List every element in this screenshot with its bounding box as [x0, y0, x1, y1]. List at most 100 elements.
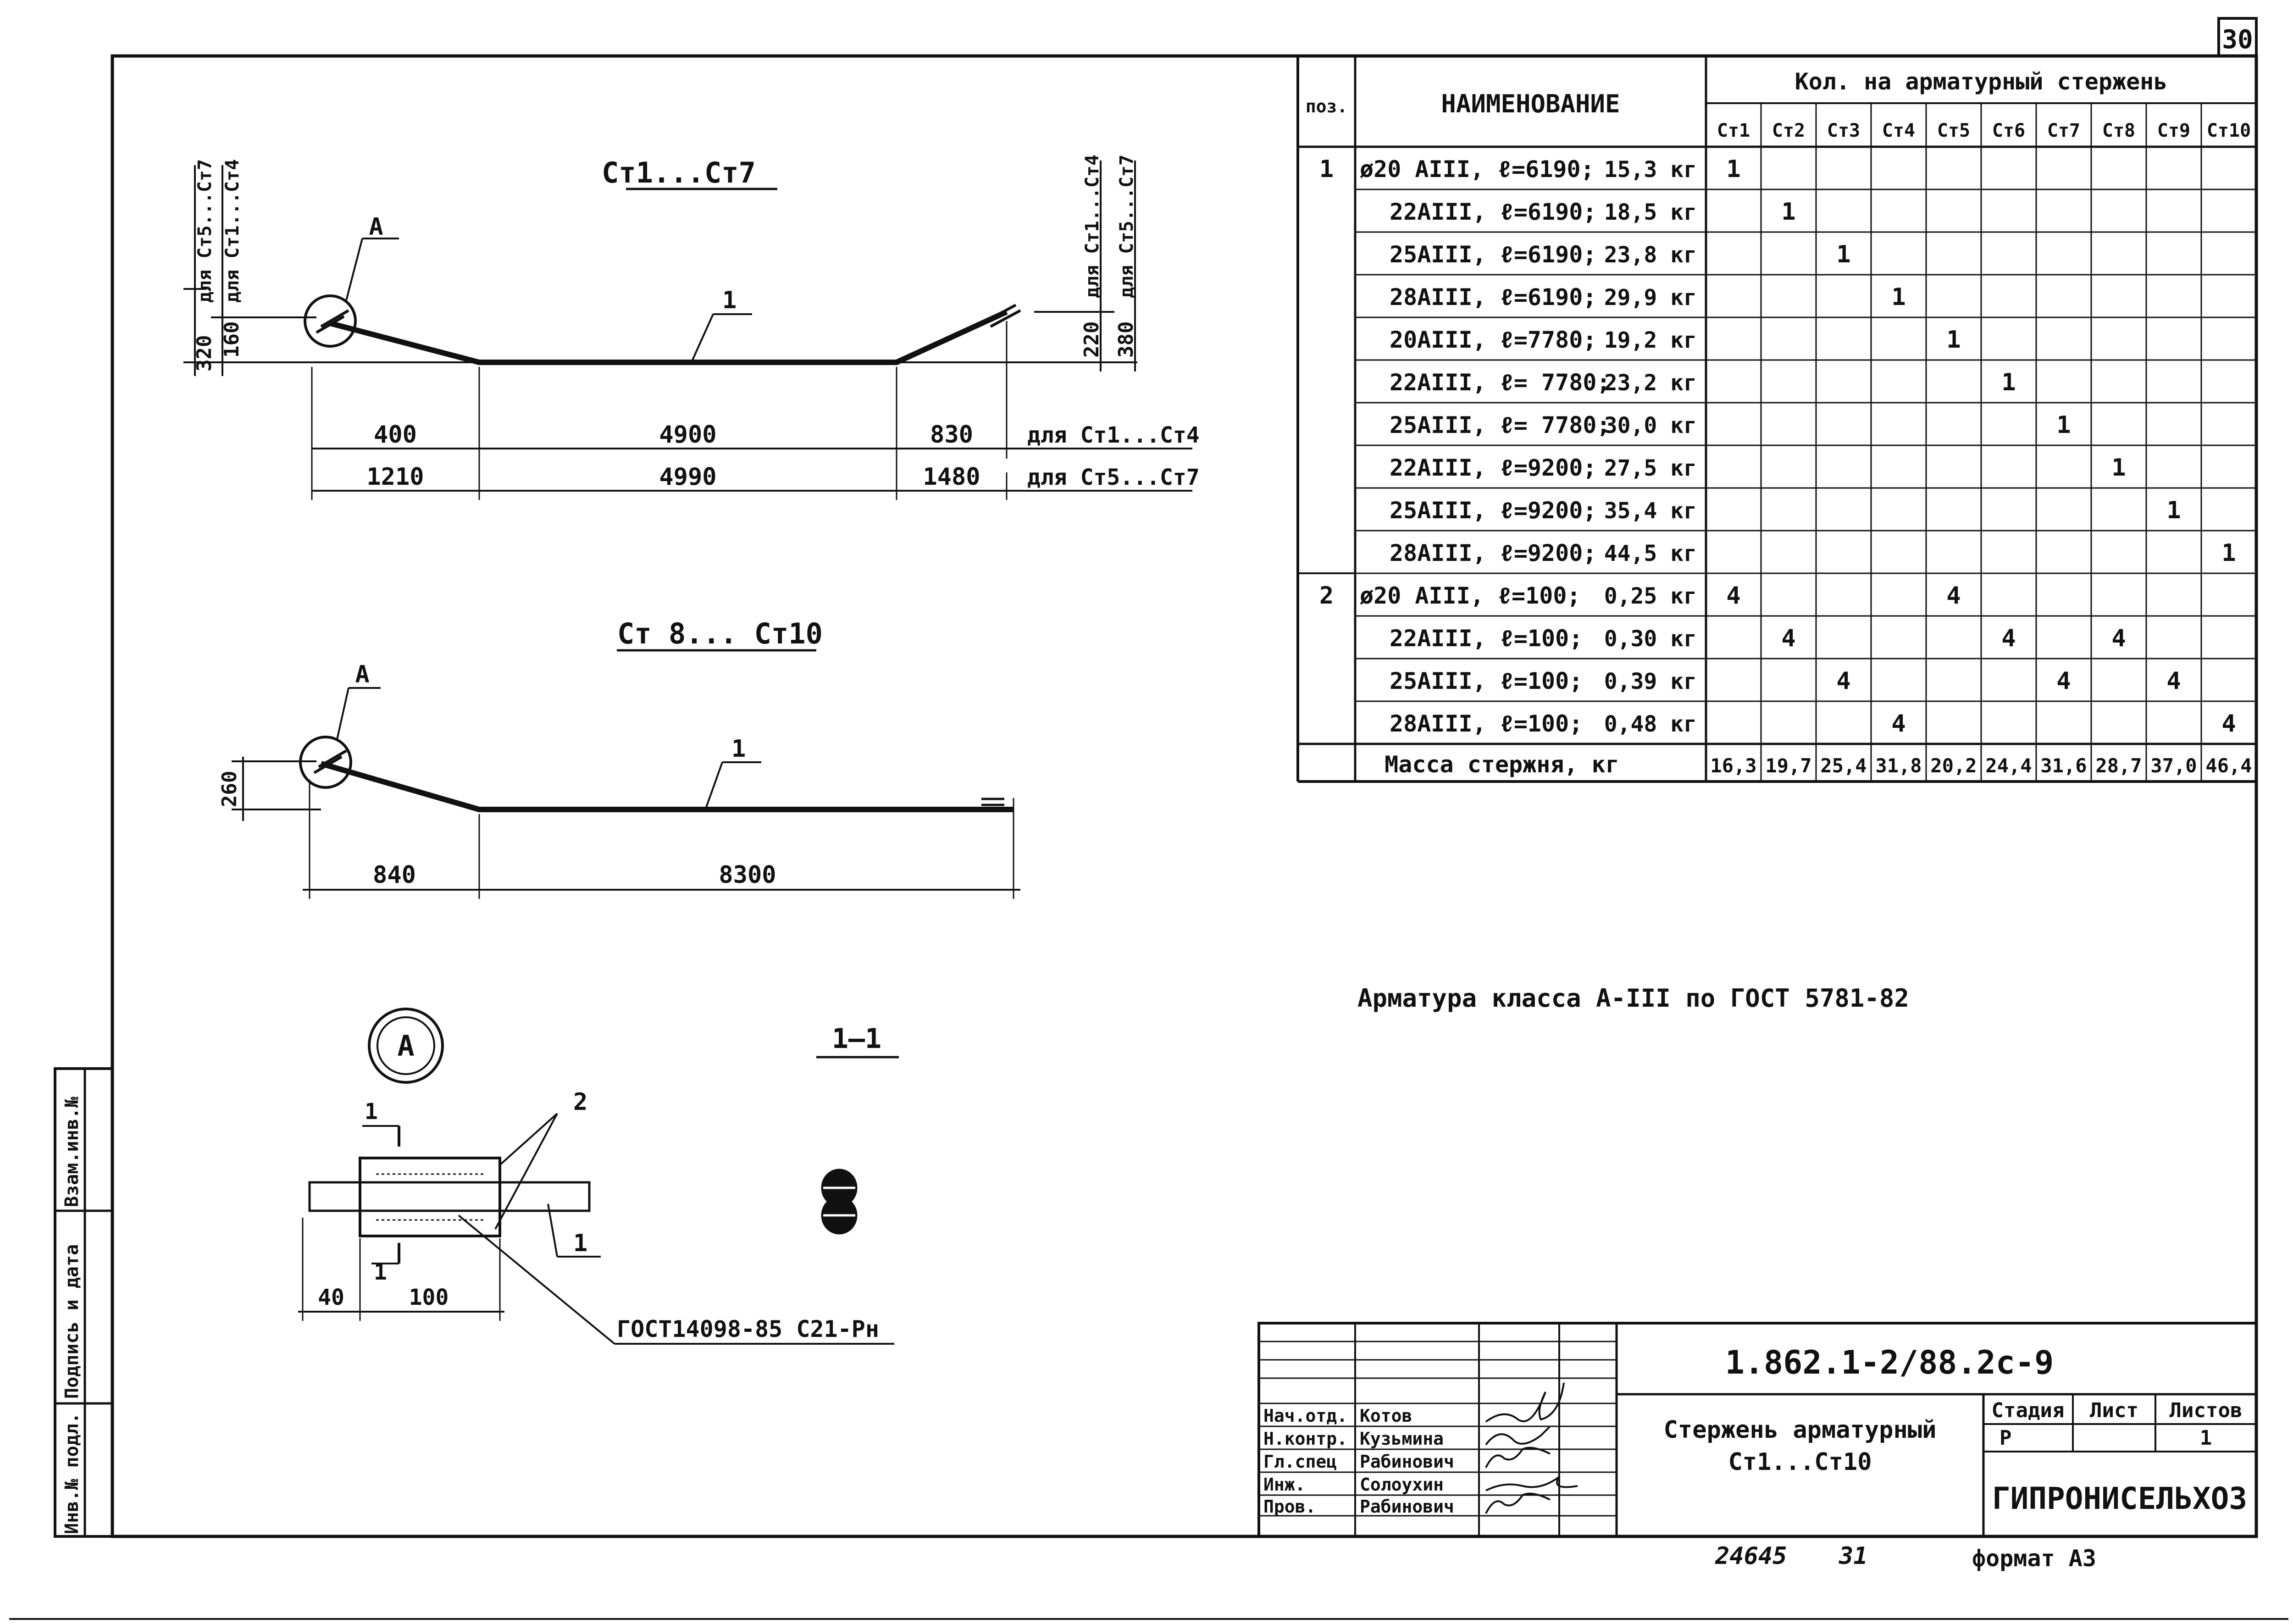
total-cell: 16,3 — [1710, 754, 1756, 777]
row-name: 20АIII, ℓ=7780; — [1390, 327, 1596, 353]
side-stamp-replace: Взам.инв.№ — [61, 1097, 83, 1207]
row-cell: 1 — [1726, 155, 1740, 183]
total-cell: 46,4 — [2205, 754, 2252, 777]
steel-class-note: Арматура класса А-III по ГОСТ 5781-82 — [1357, 984, 1909, 1013]
dim-400: 400 — [374, 421, 417, 449]
detail-ref-a2: А — [355, 661, 369, 688]
row-name: 22АIII, ℓ=6190; — [1390, 199, 1596, 225]
pos-label-1: 1 — [722, 287, 737, 314]
total-cell: 19,7 — [1765, 754, 1811, 777]
dim-40: 40 — [318, 1285, 344, 1310]
stamp-role: Гл.спец — [1263, 1452, 1337, 1472]
stamp-person: Котов — [1360, 1406, 1412, 1426]
detail-ref-a: А — [369, 213, 383, 241]
header-rod-col: Ст8 — [2102, 120, 2135, 141]
sheet-format: формат A3 — [1972, 1545, 2096, 1572]
header-pos: поз. — [1306, 96, 1348, 116]
section-title: 1—1 — [832, 1023, 881, 1055]
archive-number: 24645 — [1715, 1542, 1787, 1570]
row-mass: 23,2 кг — [1604, 370, 1697, 396]
row2-note: для Ст5...Ст7 — [1027, 465, 1200, 490]
row-name: ø20 АIII, ℓ=100; — [1360, 582, 1581, 609]
drawing-st1-st7: Ст1...Ст7 А 1 320 160 для Ст5...Ст7 для … — [183, 155, 1200, 500]
dim-100: 100 — [409, 1285, 449, 1310]
detail-circle-a — [304, 294, 357, 348]
header-rod-col: Ст2 — [1772, 120, 1805, 141]
row-mass: 23,8 кг — [1604, 242, 1697, 268]
row-cell: 1 — [2221, 539, 2236, 567]
title-line-1: Стержень арматурный — [1664, 1416, 1937, 1444]
row-cell: 4 — [2111, 625, 2126, 652]
row-cell: 1 — [2056, 411, 2071, 439]
sheets-value: 1 — [2200, 1426, 2212, 1450]
row-cell: 4 — [1836, 667, 1850, 695]
row-mass: 30,0 кг — [1604, 413, 1697, 438]
row-name: 22АIII, ℓ= 7780; — [1390, 369, 1611, 396]
row-mass: 15,3 кг — [1604, 157, 1697, 183]
stamp-role: Пров. — [1263, 1497, 1316, 1517]
row-mass: 35,4 кг — [1604, 498, 1697, 524]
drawing-st8-st10: Ст 8... Ст10 А 1 260 840 8300 — [218, 617, 1020, 899]
dim-1480: 1480 — [923, 463, 980, 491]
left-height-160: 160 — [220, 321, 244, 358]
row-cell: 1 — [1781, 198, 1795, 226]
sheets-label: Листов — [2170, 1399, 2243, 1422]
gost-note: ГОСТ14098-85 С21-Рн — [617, 1316, 879, 1342]
drawing-frame — [111, 54, 2258, 1538]
document-code: 1.862.1-2/88.2с-9 — [1725, 1344, 2054, 1381]
row-cell: 1 — [2166, 497, 2181, 524]
stamp-role: Нач.отд. — [1263, 1406, 1347, 1426]
row-name: 25АIII, ℓ=6190; — [1390, 241, 1596, 268]
stamp-person: Солоухин — [1360, 1474, 1444, 1495]
side-stamp-sign: Подпись и дата — [61, 1244, 83, 1399]
row-cell: 1 — [1891, 283, 1905, 311]
stamp-person: Рабинович — [1360, 1497, 1454, 1517]
row-cell: 1 — [2111, 454, 2126, 482]
header-rod-col: Ст9 — [2157, 120, 2190, 141]
row-name: ø20 АIII, ℓ=6190; — [1360, 156, 1595, 183]
total-cell: 31,6 — [2040, 754, 2087, 777]
archive-sheet: 31 — [1839, 1542, 1868, 1570]
stage-value: Р — [1999, 1426, 2012, 1450]
signature-kotov — [1485, 1382, 1565, 1423]
row-mass: 27,5 кг — [1604, 455, 1697, 481]
total-cell: 20,2 — [1930, 754, 1977, 777]
total-cell: 37,0 — [2150, 754, 2197, 777]
right-height-380: 380 — [1114, 321, 1138, 358]
organization-name: ГИПРОНИСЕЛЬХОЗ — [1992, 1481, 2247, 1516]
row-cell: 4 — [2166, 667, 2181, 695]
stamp-person: Кузьмина — [1360, 1429, 1444, 1449]
dim-1210: 1210 — [366, 463, 424, 491]
page-number-box: 30 — [2217, 17, 2258, 57]
header-rod-col: Ст3 — [1827, 120, 1860, 141]
row-name: 25АIII, ℓ=100; — [1390, 668, 1583, 694]
row-mass: 0,48 кг — [1604, 711, 1697, 737]
drawing2-title: Ст 8... Ст10 — [617, 617, 823, 650]
height-260: 260 — [218, 771, 241, 807]
row-cell: 4 — [1891, 710, 1905, 737]
right-height-220: 220 — [1080, 321, 1103, 358]
left-height-320: 320 — [193, 335, 216, 371]
total-cell: 31,8 — [1875, 754, 1922, 777]
row-pos: 2 — [1319, 582, 1334, 610]
row-mass: 29,9 кг — [1604, 285, 1697, 310]
detail-circle-label: А — [397, 1029, 414, 1063]
pos-label-1b: 1 — [731, 735, 746, 763]
total-label: Масса стержня, кг — [1385, 751, 1619, 778]
left-note-1: для Ст5...Ст7 — [194, 159, 216, 303]
stamp-person: Рабинович — [1360, 1452, 1454, 1472]
dim-830: 830 — [930, 421, 973, 449]
header-rod-col: Ст5 — [1937, 120, 1970, 141]
row-name: 25АIII, ℓ= 7780; — [1390, 412, 1611, 438]
detail-pos-2: 2 — [573, 1088, 587, 1116]
stamp-role: Н.контр. — [1263, 1429, 1347, 1449]
bar-st1-profile — [329, 309, 1008, 365]
row-cell: 4 — [2001, 625, 2016, 652]
row-mass: 44,5 кг — [1604, 541, 1697, 566]
row-name: 22АIII, ℓ=100; — [1390, 625, 1583, 652]
section-mark-bottom: 1 — [374, 1259, 387, 1285]
dim-4900: 4900 — [659, 421, 716, 449]
